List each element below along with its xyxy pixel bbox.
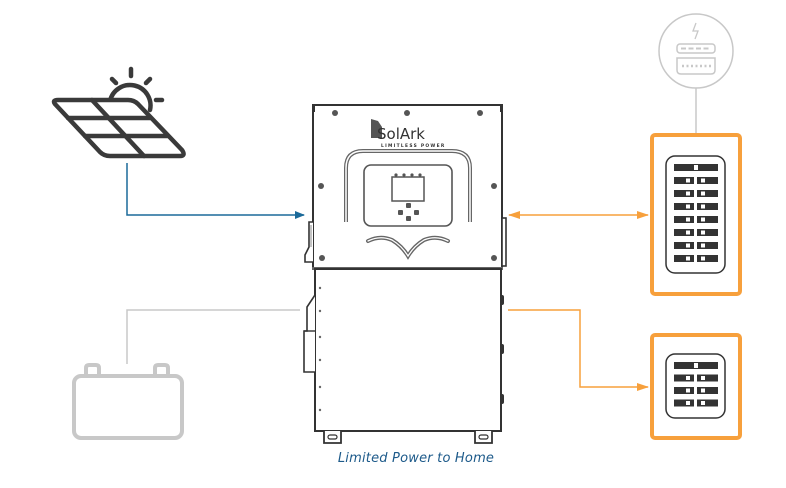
breaker-switch [701,256,705,261]
breaker-right[interactable] [697,374,718,382]
breaker-right[interactable] [697,242,718,249]
nav-left-button[interactable] [398,210,403,215]
breaker-switch [686,230,690,235]
breaker-right[interactable] [697,203,718,210]
nav-right-button[interactable] [414,210,419,215]
brand-name: SolArk [377,125,425,143]
sub-breaker-rows [674,362,718,407]
breaker-left[interactable] [674,387,694,394]
bolt [477,110,483,116]
breaker-right[interactable] [697,216,718,223]
breaker-switch [686,204,690,209]
breaker-switch [686,401,690,405]
breaker-right[interactable] [697,229,718,236]
breaker-switch [686,388,690,393]
breaker-switch [686,376,690,380]
inverter-icon[interactable]: SolArk LIMITLESS POWER [303,104,507,444]
breaker-left[interactable] [674,399,694,407]
breaker-left[interactable] [674,255,694,262]
nav-up-button[interactable] [406,203,411,208]
breaker-switch [701,388,705,393]
breaker-left[interactable] [674,229,694,236]
breaker-switch [686,256,690,261]
main-breaker-rows [674,164,718,262]
nav-down-button[interactable] [406,216,411,221]
brand-tagline: LIMITLESS POWER [381,143,446,149]
breaker-right[interactable] [697,177,718,184]
breaker-switch [686,243,690,248]
bolt [332,110,338,116]
bolt [491,255,497,261]
breaker-left[interactable] [674,374,694,382]
battery-icon[interactable] [72,363,184,440]
brand-logo: SolArk LIMITLESS POWER [371,119,446,149]
breaker-switch [701,376,705,380]
breaker-switch [701,401,705,405]
bolt [491,183,497,189]
bolt [318,183,324,189]
breaker-switch [694,165,698,170]
breaker-right[interactable] [697,399,718,407]
breaker-switch [701,217,705,222]
display-screen[interactable] [391,176,425,202]
breaker-switch [701,191,705,196]
breaker-left[interactable] [674,190,694,197]
bolt [404,110,410,116]
breaker-switch [686,178,690,183]
bolt [319,255,325,261]
breaker-switch [701,230,705,235]
breaker-left[interactable] [674,242,694,249]
breaker-left[interactable] [674,216,694,223]
battery-connection-line [126,309,300,364]
breaker-switch [701,243,705,248]
pv-connection-line [126,163,305,219]
breaker-left[interactable] [674,177,694,184]
diagram-caption: Limited Power to Home [337,451,495,466]
breaker-switch [686,191,690,196]
breaker-right[interactable] [697,387,718,394]
breaker-switch [694,363,698,368]
breaker-right[interactable] [697,255,718,262]
breaker-left[interactable] [674,203,694,210]
breaker-switch [701,204,705,209]
main-panel-icon[interactable] [650,133,742,296]
solar-panel-icon[interactable] [51,66,186,159]
sub-panel-icon[interactable] [650,333,742,440]
meter-icon[interactable] [658,13,734,89]
breaker-switch [701,178,705,183]
breaker-right[interactable] [697,190,718,197]
load-connection-line [508,309,649,391]
breaker-switch [686,217,690,222]
